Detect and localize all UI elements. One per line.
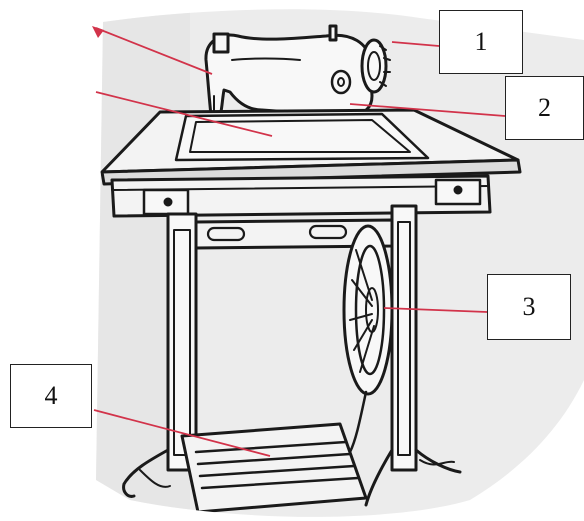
arrow-head [92,26,104,38]
callout-label-1: 1 [439,10,523,74]
table-top [100,108,522,186]
callout-label-2: 2 [505,76,584,140]
leader-line-top-left [95,27,213,75]
callout-label-3: 3 [487,274,571,340]
callout-text-3: 3 [522,292,536,321]
leader-line-left [95,91,273,137]
callout-text-4: 4 [44,381,58,410]
leader-lines [93,27,506,457]
callout-text-1: 1 [474,27,488,56]
leader-line-4 [93,409,271,457]
leader-line-2 [349,103,506,117]
callout-label-4: 4 [10,364,92,428]
cast-iron-stand [122,204,462,507]
machine-head [204,24,374,144]
handwheel [360,38,391,94]
pitman-rod [348,390,368,454]
leader-line-3 [383,307,488,313]
leader-line-1 [391,41,440,47]
callout-text-2: 2 [538,93,551,122]
treadle-pedal [180,422,368,514]
drawer-apron [110,174,492,218]
flywheel [342,224,394,396]
